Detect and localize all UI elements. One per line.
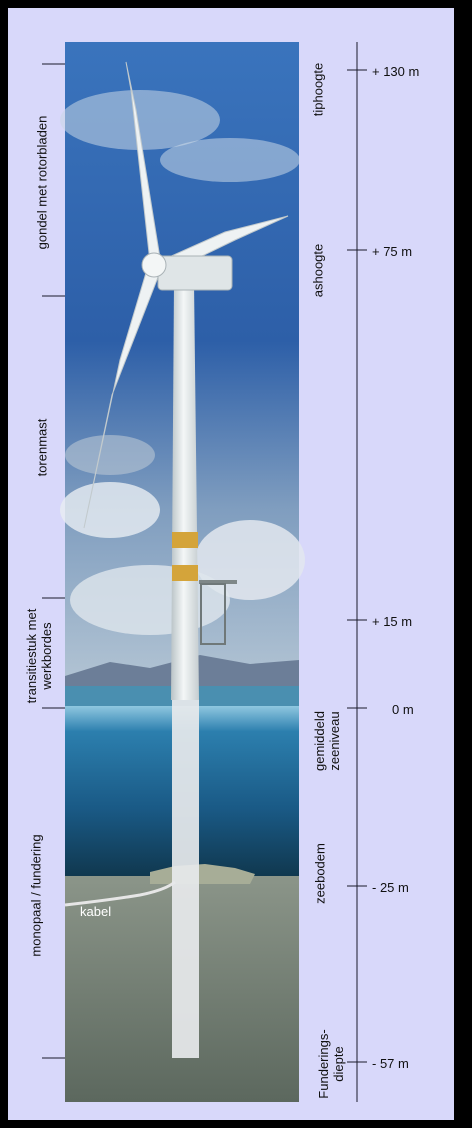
label-depth-line2: diepte: [331, 1046, 346, 1082]
left-separators: [42, 63, 65, 1059]
platform: [199, 580, 237, 584]
transition-band: [172, 565, 198, 581]
nacelle: [157, 255, 233, 291]
hub: [141, 252, 167, 278]
label-transition-line1: transitiestuk met: [24, 608, 39, 704]
height-depth: - 57 m: [372, 1056, 409, 1071]
label-tip: tiphoogte: [310, 62, 326, 117]
cloud: [60, 482, 160, 538]
label-hub: ashoogte: [310, 243, 326, 298]
transition-band: [172, 532, 198, 548]
label-foundation: monopaal / fundering: [28, 834, 44, 957]
label-depth: Funderings- diepte: [316, 1014, 348, 1114]
cloud: [70, 565, 230, 635]
label-tower: torenmast: [34, 418, 50, 477]
label-sea-line1: gemiddeld: [312, 711, 327, 771]
axis-ticks: [347, 69, 367, 1063]
monopile: [172, 700, 199, 1058]
cloud: [60, 90, 220, 150]
height-hub: + 75 m: [372, 244, 413, 259]
label-rotor: gondel met rotorbladen: [34, 115, 50, 250]
height-sea: 0 m: [392, 702, 414, 717]
label-cable: kabel: [80, 904, 112, 919]
height-platform: + 15 m: [372, 614, 413, 629]
label-seabed: zeebodem: [312, 843, 328, 904]
cloud: [65, 435, 155, 475]
label-sea: gemiddeld zeeniveau: [312, 691, 344, 791]
height-tip: + 130 m: [372, 64, 420, 79]
label-depth-line1: Funderings-: [316, 1029, 331, 1099]
label-sea-line2: zeeniveau: [327, 711, 342, 771]
label-transition: transitiestuk met werkbordes: [24, 576, 56, 736]
right-border: [454, 0, 472, 1128]
cable: [64, 880, 176, 907]
tower: [171, 282, 199, 700]
height-seabed: - 25 m: [372, 880, 409, 895]
cloud: [160, 138, 300, 182]
label-transition-line2: werkbordes: [39, 622, 54, 690]
platform-rail: [200, 583, 226, 645]
